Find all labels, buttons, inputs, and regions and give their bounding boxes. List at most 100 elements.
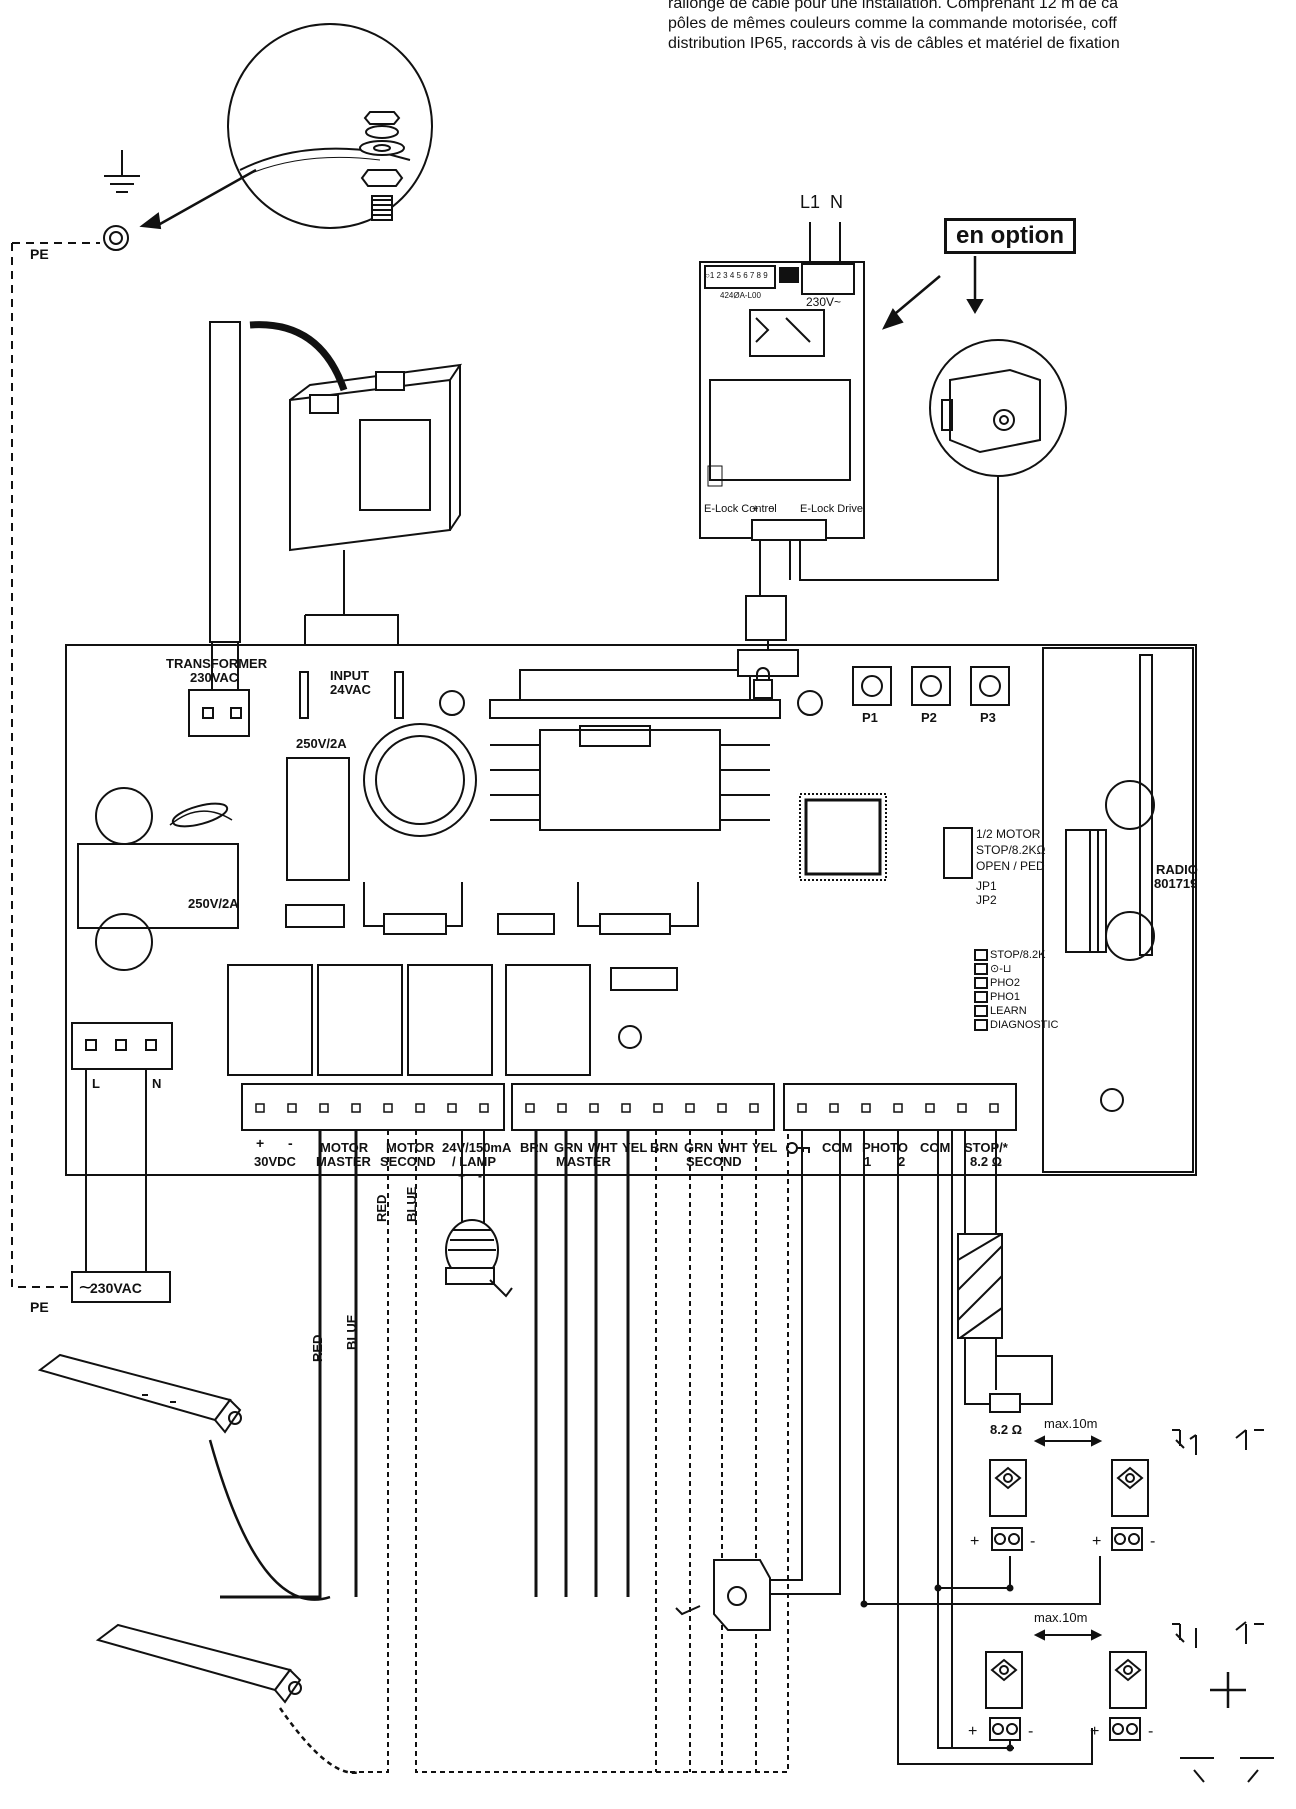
jumper-3: OPEN / PED <box>976 859 1045 873</box>
stop-label: STOP/* <box>964 1140 1009 1155</box>
transformer-label: TRANSFORMER <box>166 656 268 671</box>
module-plus: + <box>752 503 758 515</box>
option-arrow-1 <box>889 275 941 319</box>
lamp-label-1: 24V/150mA <box>442 1140 512 1155</box>
pc2-plus-b: + <box>1090 1723 1099 1740</box>
pc2-minus-a: - <box>1028 1723 1033 1740</box>
photocell-distance-1: max.10m <box>1044 1416 1097 1431</box>
resistor-label: 8.2 Ω <box>990 1422 1022 1437</box>
fuse-2-label: 250V/2A <box>188 896 239 911</box>
wire-red-1: RED <box>310 1335 325 1362</box>
input-label: INPUT <box>330 668 369 683</box>
earth-terminal-icon <box>103 225 129 251</box>
fuse-1-label: 250V/2A <box>296 736 347 751</box>
enc-second-grn: GRN <box>684 1140 713 1155</box>
pc1-minus-a: - <box>1030 1533 1035 1550</box>
key-symbol-icon <box>786 1142 810 1154</box>
pe-label-top: PE <box>30 246 49 262</box>
key-switch-icon <box>675 1559 771 1631</box>
intro-line-1: rallonge de câble pour une installation.… <box>668 0 1119 12</box>
pc1-plus-a: + <box>970 1533 979 1550</box>
power-minus: - <box>288 1135 293 1151</box>
motor-second-1: MOTOR <box>386 1140 435 1155</box>
l1-label: L1 <box>800 192 820 212</box>
photo-label: PHOTO <box>862 1140 908 1155</box>
photo-2: 2 <box>898 1154 905 1169</box>
junction-dots <box>860 1584 1014 1752</box>
mains-label: 230VAC <box>90 1280 142 1296</box>
transformer-icon <box>209 321 463 650</box>
key-com: COM <box>822 1140 852 1155</box>
enc-second-brn: BRN <box>650 1140 678 1155</box>
photocell-pair-2 <box>985 1621 1274 1783</box>
button-p1-label: P1 <box>862 710 878 725</box>
key-switch-wires <box>760 1130 841 1595</box>
mains-wires <box>85 1069 147 1285</box>
motor-master-2: MASTER <box>316 1154 372 1169</box>
electric-lock-icon <box>929 339 1067 477</box>
pc2-minus-b: - <box>1148 1723 1153 1740</box>
enc-second-label: SECOND <box>686 1154 742 1169</box>
photo-1: 1 <box>864 1154 871 1169</box>
enc-second-wht: WHT <box>718 1140 748 1155</box>
terminal-l-label: L <box>92 1076 100 1091</box>
ac-wave-icon: ~ <box>78 1277 93 1298</box>
intro-line-2: pôles de mêmes couleurs comme la command… <box>668 15 1117 32</box>
lamp-plus: + <box>458 1169 465 1183</box>
earth-symbol-icon <box>104 150 140 193</box>
wire-red-2: RED <box>374 1195 389 1222</box>
led-6: DIAGNOSTIC <box>990 1019 1059 1031</box>
button-p2-label: P2 <box>921 710 937 725</box>
led-5: LEARN <box>990 1005 1027 1017</box>
terminal-n-label: N <box>152 1076 161 1091</box>
button-p3-label: P3 <box>980 710 996 725</box>
module-minus: − <box>768 503 774 515</box>
pc2-plus-a: + <box>968 1723 977 1740</box>
lamp-label-2: / LAMP <box>452 1154 496 1169</box>
photocell-pair-1 <box>989 1429 1264 1551</box>
mains-box <box>71 1271 171 1303</box>
enc-master-yel: YEL <box>622 1140 647 1155</box>
enc-master-label: MASTER <box>556 1154 612 1169</box>
enc-second-yel: YEL <box>752 1140 777 1155</box>
photocell-distance-2: max.10m <box>1034 1610 1087 1625</box>
control-board <box>65 642 1197 1176</box>
module-elock-control: E-Lock Control <box>704 503 777 515</box>
led-4: PHO1 <box>990 991 1020 1003</box>
led-3: PHO2 <box>990 977 1020 989</box>
option-label: en option <box>944 218 1076 254</box>
power-plus: + <box>256 1135 264 1151</box>
pe-wire <box>11 243 72 1288</box>
motor-second-2: SECOND <box>380 1154 436 1169</box>
wire-blue-1: BLUE <box>344 1314 359 1350</box>
jumper-jp2: JP2 <box>976 893 997 907</box>
pc1-minus-b: - <box>1150 1533 1155 1550</box>
jumper-1: 1/2 MOTOR <box>976 827 1041 841</box>
lamp-minus: - <box>478 1169 482 1183</box>
earth-detail-magnifier <box>139 23 433 230</box>
second-motor-wires <box>346 1130 789 1773</box>
motor-wires <box>220 1130 630 1599</box>
e-lock-module <box>699 222 865 541</box>
n-label: N <box>830 192 843 212</box>
wire-blue-2: BLUE <box>404 1186 419 1222</box>
warning-lamp-icon <box>445 1130 513 1298</box>
photocell-wires <box>863 1130 1101 1765</box>
led-1: STOP/8.2K <box>990 949 1046 961</box>
enc-master-brn: BRN <box>520 1140 548 1155</box>
intro-text: rallonge de câble pour une installation.… <box>668 0 1296 54</box>
module-elock-drive: E-Lock Drive <box>800 503 863 515</box>
motor-master-1: MOTOR <box>320 1140 369 1155</box>
power-voltage: 30VDC <box>254 1154 297 1169</box>
led-2: ⊙-⊔ <box>990 963 1011 975</box>
gate-actuator-second-icon <box>95 1623 361 1775</box>
pc1-plus-b: + <box>1092 1533 1101 1550</box>
module-top-strip: ○1 2 3 4 5 6 7 8 9 <box>705 271 768 280</box>
enc-master-wht: WHT <box>588 1140 618 1155</box>
jumper-2: STOP/8.2KΩ <box>976 843 1045 857</box>
module-model: 424ØA-L00 <box>720 291 761 300</box>
module-voltage: 230V~ <box>806 295 841 309</box>
stop-resistor <box>957 1130 1053 1413</box>
transformer-voltage: 230VAC <box>190 670 239 685</box>
